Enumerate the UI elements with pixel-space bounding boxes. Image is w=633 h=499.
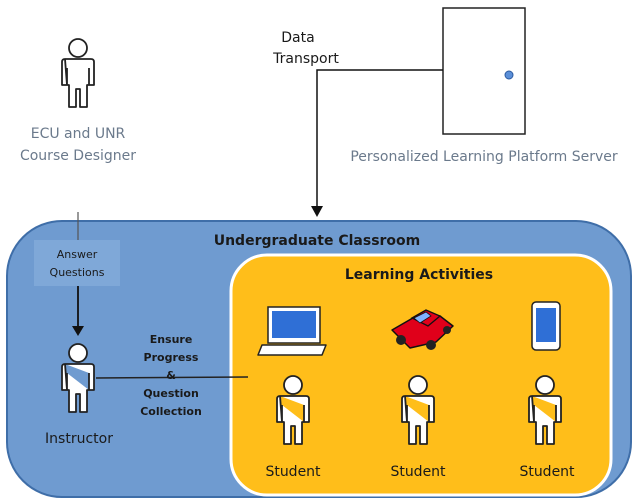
answer-questions-label: Answer	[57, 248, 98, 261]
answer-questions-label: Questions	[50, 266, 105, 279]
ensure-label: &	[166, 369, 176, 382]
data-transport-label: Data	[281, 30, 314, 46]
laptop-icon	[257, 306, 327, 356]
answer-arrowhead-icon	[72, 326, 84, 336]
learning-activities-title: Learning Activities	[345, 267, 493, 283]
learning-activities-container	[229, 253, 613, 497]
server-door-icon	[442, 7, 526, 135]
instructor-label: Instructor	[45, 431, 113, 447]
student-label: Student	[390, 464, 446, 480]
car-icon	[391, 309, 454, 350]
classroom-title: Undergraduate Classroom	[214, 233, 421, 249]
ensure-label: Question	[143, 387, 199, 400]
data-transport-arrowhead-icon	[311, 206, 323, 217]
data-transport-line	[316, 69, 443, 207]
student-label: Student	[519, 464, 575, 480]
instructor-to-activities-line	[95, 376, 249, 379]
course-designer-label: Course Designer	[20, 148, 136, 164]
student-label: Student	[265, 464, 321, 480]
data-transport-label: Transport	[272, 51, 339, 67]
phone-icon	[531, 301, 561, 351]
answer-questions-box	[34, 240, 120, 286]
ensure-label: Progress	[144, 351, 199, 364]
ensure-label: Ensure	[150, 333, 193, 346]
course-designer-label: ECU and UNR	[31, 126, 126, 142]
course-designer-person-icon	[61, 38, 95, 108]
server-door-knob-icon	[504, 70, 514, 80]
ensure-label: Collection	[140, 405, 202, 418]
server-label: Personalized Learning Platform Server	[350, 149, 618, 165]
